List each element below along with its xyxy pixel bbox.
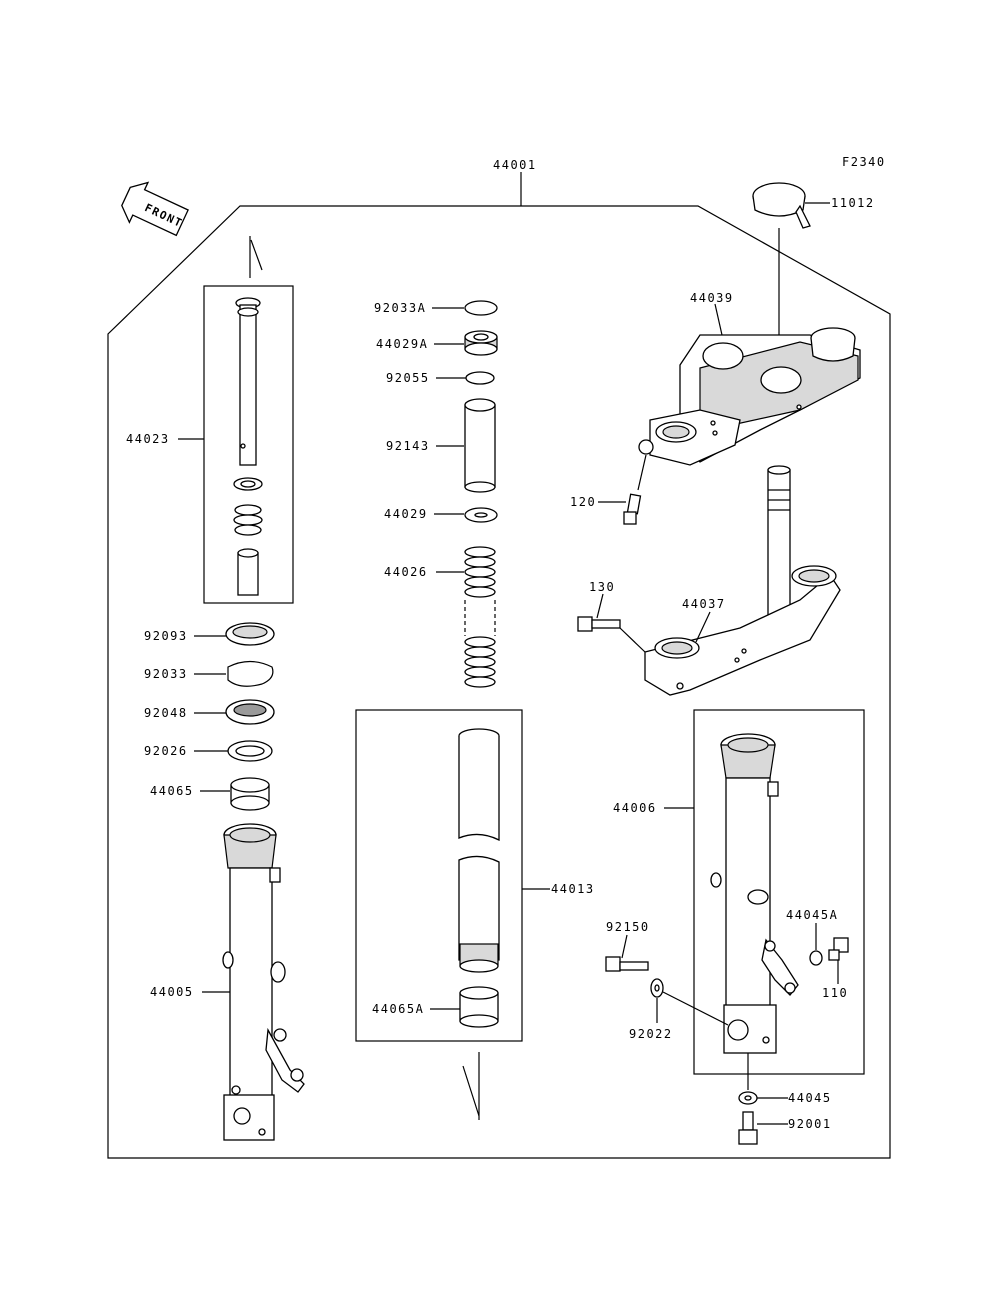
label-130: 130	[589, 580, 615, 594]
label-44065A: 44065A	[372, 1002, 424, 1016]
box-44013	[355, 709, 523, 1042]
label-44045: 44045	[788, 1091, 832, 1105]
box-44006	[693, 709, 865, 1075]
label-11012: 11012	[831, 196, 875, 210]
leader-130	[596, 593, 604, 619]
seal-92093	[225, 622, 275, 646]
label-92001: 92001	[788, 1117, 832, 1131]
inner-tube	[458, 728, 500, 973]
label-44037: 44037	[682, 597, 726, 611]
label-92055: 92055	[386, 371, 430, 385]
box-44023	[203, 285, 294, 604]
bolt-110	[828, 937, 849, 961]
label-44039: 44039	[690, 291, 734, 305]
bolt-130	[577, 616, 621, 632]
label-44005: 44005	[150, 985, 194, 999]
label-92033A: 92033A	[374, 301, 426, 315]
spacer-92143	[464, 398, 496, 493]
seal-92048	[225, 699, 275, 725]
label-44045A: 44045A	[786, 908, 838, 922]
label-120: 120	[570, 495, 596, 509]
label-92048: 92048	[144, 706, 188, 720]
washer-92022	[650, 978, 664, 998]
bolt-120	[623, 493, 642, 525]
label-92026: 92026	[144, 744, 188, 758]
label-44029: 44029	[384, 507, 428, 521]
label-92033: 92033	[144, 667, 188, 681]
bushing-44065A	[459, 986, 499, 1028]
washer-92026	[227, 740, 273, 762]
label-44001: 44001	[493, 158, 537, 172]
upper-bracket-44039	[638, 327, 861, 466]
circlip-92033A	[464, 300, 498, 316]
label-92093: 92093	[144, 629, 188, 643]
o-ring-92055	[465, 371, 495, 385]
label-44013: 44013	[551, 882, 595, 896]
collar-44029A	[464, 330, 498, 356]
bolt-92150	[605, 956, 649, 972]
label-92150: 92150	[606, 920, 650, 934]
outer-tube-44005	[222, 823, 305, 1141]
washer-44045A	[809, 950, 823, 966]
bushing-44065	[230, 777, 270, 811]
outer-tube-44006	[710, 733, 799, 1054]
front-arrow-icon: FRONT	[121, 181, 189, 237]
label-92143: 92143	[386, 439, 430, 453]
figure-code: F2340	[842, 155, 886, 169]
label-44026: 44026	[384, 565, 428, 579]
label-44023: 44023	[126, 432, 170, 446]
label-44029A: 44029A	[376, 337, 428, 351]
spring-44026	[464, 546, 496, 688]
assembly-outline	[107, 205, 891, 1159]
leader-92150	[621, 934, 628, 959]
washer-44045	[738, 1091, 758, 1105]
label-92022: 92022	[629, 1027, 673, 1041]
damper-rod	[233, 297, 263, 596]
bolt-92001	[738, 1111, 758, 1145]
stem-bracket-44037	[644, 465, 841, 696]
washer-44029	[464, 507, 498, 523]
cap-11012	[752, 182, 811, 229]
label-44065: 44065	[150, 784, 194, 798]
leader-44039	[714, 303, 723, 336]
label-110: 110	[822, 986, 848, 1000]
label-44006: 44006	[613, 801, 657, 815]
circlip-92033	[227, 660, 274, 687]
leader-44037	[695, 611, 711, 643]
